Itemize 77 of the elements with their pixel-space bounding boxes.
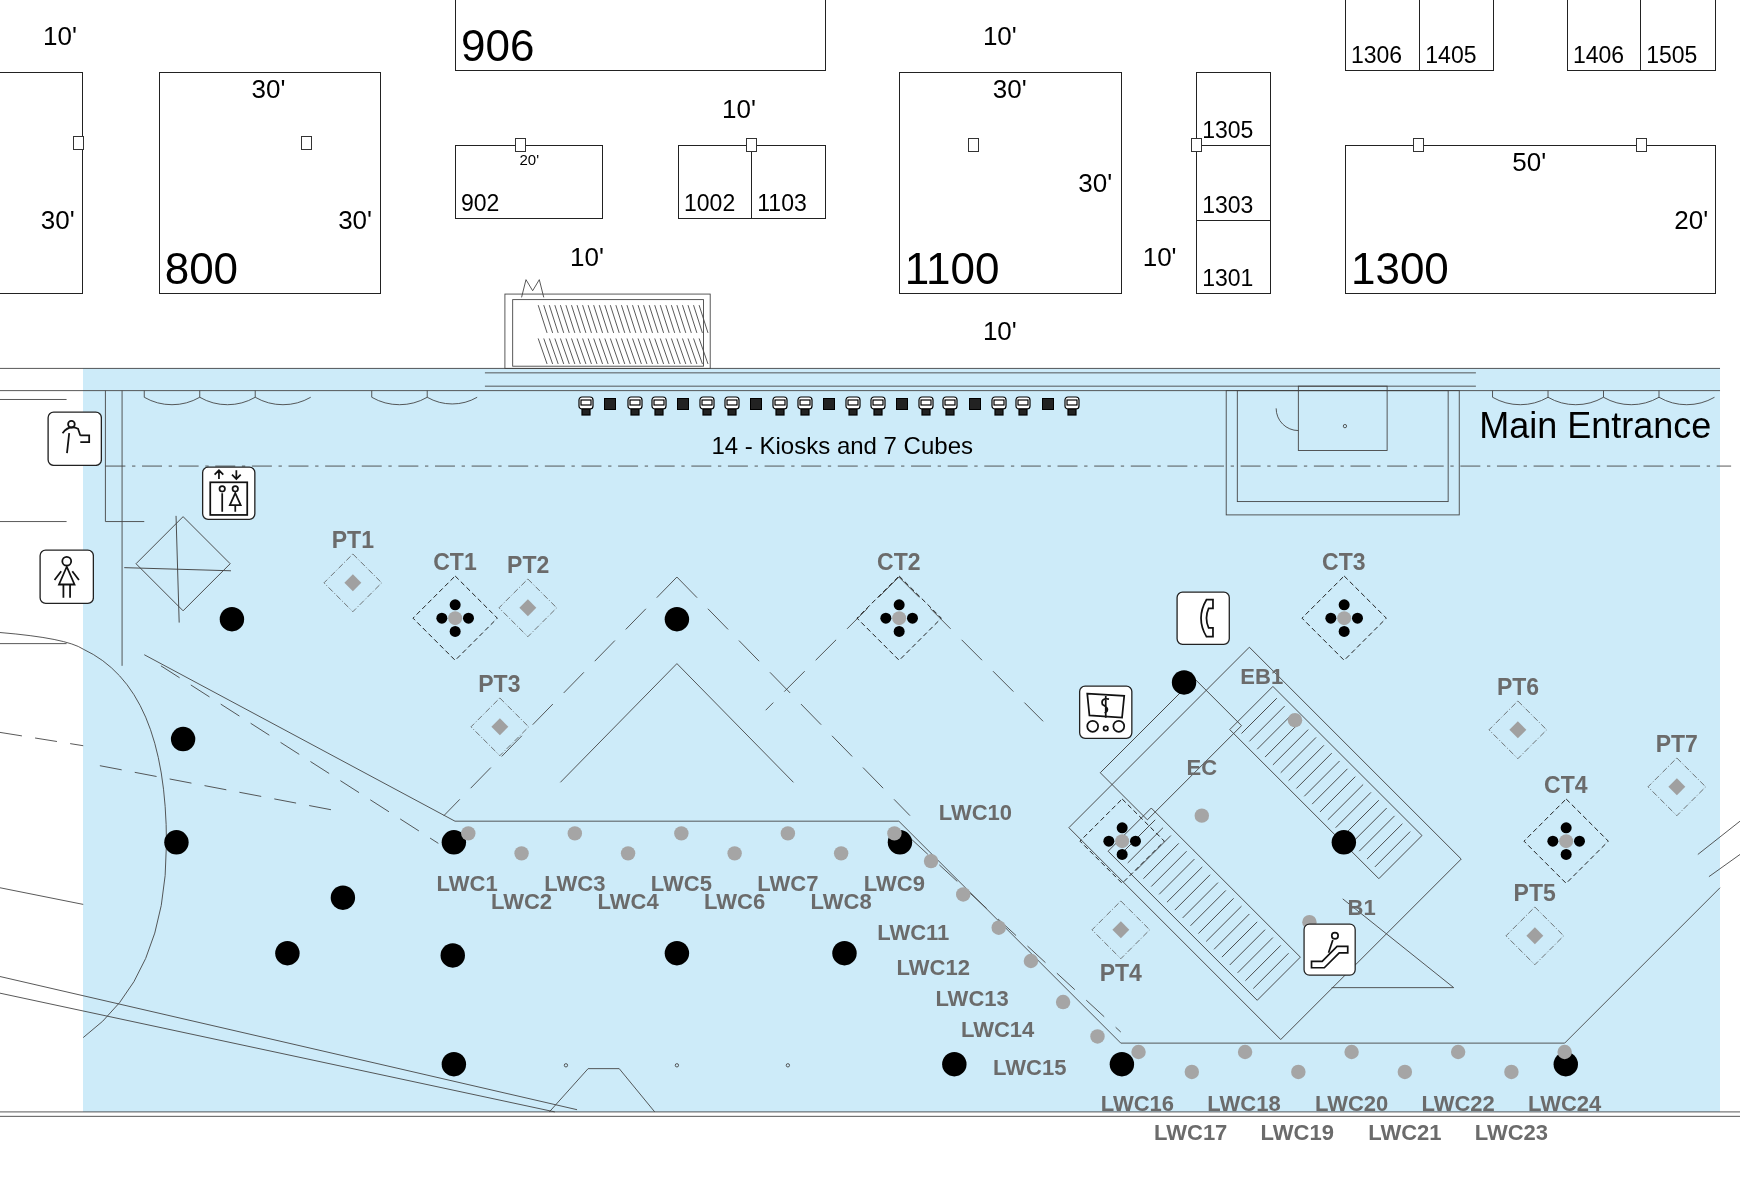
booth-number: 902 — [459, 191, 500, 218]
booth-box — [1344, 0, 1421, 71]
booth-number: 906 — [459, 24, 535, 70]
booth-box — [678, 145, 753, 219]
booth-number: 1301 — [1201, 267, 1254, 294]
dimension-label: 10' — [570, 244, 604, 271]
marker-label: EB1 — [1240, 665, 1284, 688]
dimension-label: 10' — [722, 95, 756, 122]
booth-box — [1566, 0, 1642, 71]
area-label: Main Entrance — [1479, 408, 1712, 445]
marker-label: CT2 — [877, 548, 921, 575]
dimension-label: 10' — [43, 22, 77, 49]
marker-label: LWC21 — [1368, 1122, 1442, 1144]
booth-number: 1300 — [1349, 247, 1449, 294]
marker-label: LWC16 — [1100, 1093, 1175, 1116]
booth-box — [1640, 0, 1716, 71]
booth-box — [1196, 72, 1271, 147]
booth-box — [454, 145, 603, 219]
marker-label: LWC22 — [1421, 1093, 1495, 1116]
marker-label: LWC23 — [1474, 1122, 1549, 1144]
marker-label: LWC17 — [1154, 1122, 1228, 1144]
marker-label: LWC8 — [810, 891, 872, 914]
dimension-label: 50' — [1512, 149, 1547, 175]
booth-box — [1196, 145, 1271, 221]
marker-label: LWC6 — [704, 891, 766, 914]
dimension-label: 30' — [251, 75, 286, 102]
booth-number: 1306 — [1349, 44, 1403, 70]
booth-box — [158, 72, 381, 295]
area-label: 14 - Kiosks and 7 Cubes — [711, 434, 973, 459]
booth-number: 1103 — [756, 191, 807, 218]
marker-label: LWC19 — [1260, 1122, 1334, 1144]
booth-number: 1303 — [1201, 193, 1254, 220]
dimension-label: 30' — [992, 75, 1027, 102]
marker-label: CT3 — [1322, 548, 1366, 575]
marker-label: LWC2 — [491, 891, 553, 914]
booth-number: 800 — [163, 247, 239, 294]
marker-label: LWC10 — [938, 802, 1013, 825]
marker-label: LWC20 — [1314, 1093, 1389, 1116]
booth-number: 1406 — [1571, 44, 1625, 70]
booth-box — [751, 145, 826, 219]
booth-number: 1100 — [903, 247, 1000, 294]
marker-label: PT3 — [478, 671, 521, 697]
dimension-label: 20' — [1674, 206, 1709, 233]
marker-label: LWC13 — [935, 987, 1009, 1010]
dimension-label: 10' — [982, 22, 1017, 49]
marker-label: PT5 — [1513, 879, 1556, 906]
marker-label: LWC4 — [597, 891, 659, 914]
marker-label: PT2 — [507, 552, 550, 579]
marker-label: B1 — [1347, 896, 1376, 919]
marker-label: LWC12 — [896, 956, 970, 979]
dimension-label: 30' — [338, 206, 373, 233]
marker-label: LWC11 — [877, 922, 950, 945]
marker-label: LWC18 — [1207, 1093, 1281, 1116]
booth-box — [1419, 0, 1494, 71]
booth-number: 1505 — [1645, 44, 1698, 70]
booth-number: 1305 — [1201, 119, 1254, 146]
dimension-label: 30' — [40, 206, 75, 233]
marker-label: PT6 — [1496, 674, 1540, 701]
marker-label: PT1 — [331, 526, 374, 553]
marker-label: LWC24 — [1528, 1093, 1602, 1116]
dimension-label: 30' — [1078, 170, 1113, 197]
booth-box — [898, 72, 1122, 295]
dimension-label: 10' — [982, 317, 1017, 344]
booth-number: 1002 — [683, 191, 736, 218]
booth-box — [1344, 145, 1716, 295]
dimension-label: 10' — [1142, 244, 1177, 271]
marker-label: LWC14 — [960, 1018, 1035, 1041]
booth-number: 1405 — [1424, 44, 1477, 70]
marker-label: CT1 — [433, 548, 477, 575]
dimension-label: 20' — [519, 151, 540, 167]
marker-label: LWC15 — [993, 1056, 1067, 1079]
booth-box — [1196, 219, 1271, 295]
marker-label: PT7 — [1655, 730, 1698, 757]
marker-label: PT4 — [1099, 959, 1142, 986]
booth-box — [454, 0, 826, 71]
booth-box — [0, 72, 84, 295]
marker-label: CT4 — [1544, 771, 1588, 798]
